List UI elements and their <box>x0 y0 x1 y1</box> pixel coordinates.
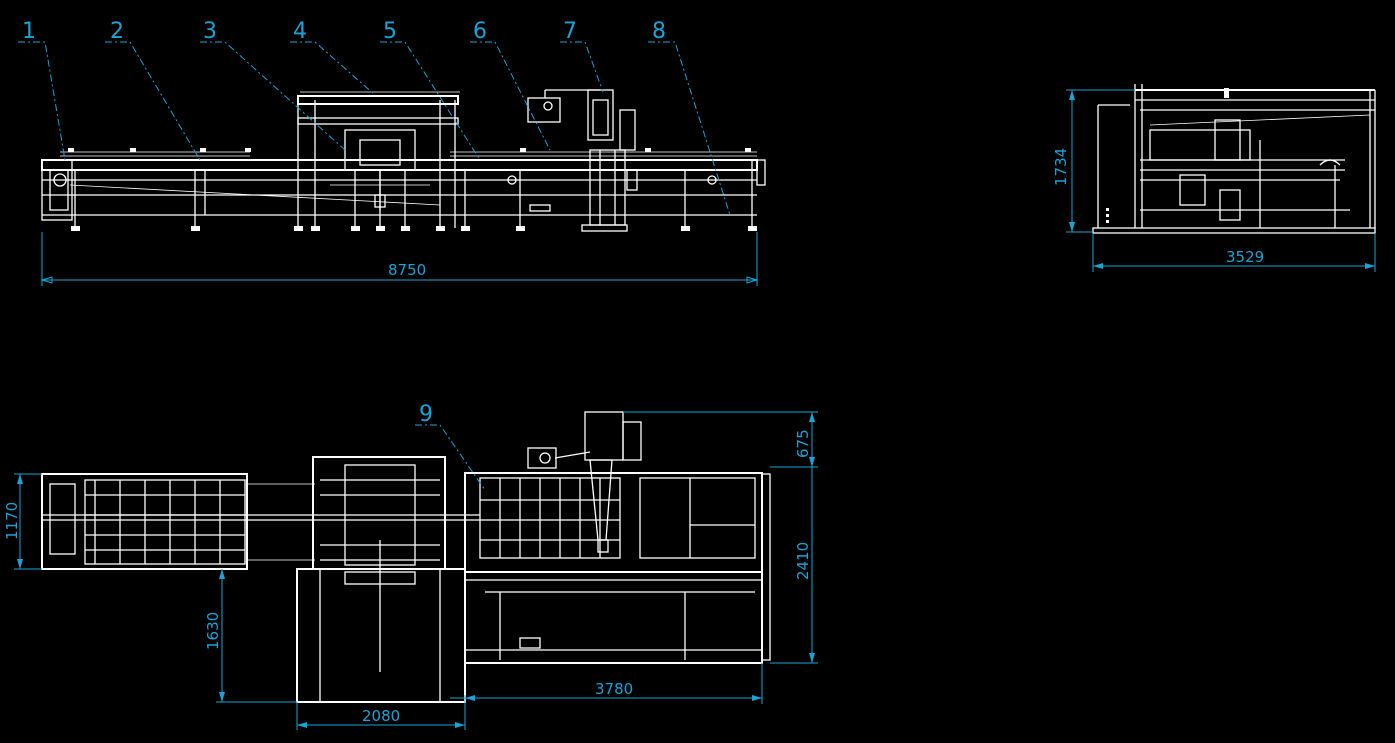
part-label-1: 1 <box>22 19 36 44</box>
part-label-9: 9 <box>419 402 433 427</box>
part-label-5: 5 <box>383 19 397 44</box>
leader-9 <box>415 424 486 491</box>
dimension-label-1170: 1170 <box>3 502 21 540</box>
dimension-label-2410: 2410 <box>794 542 812 580</box>
dimension-1734 <box>1066 89 1135 233</box>
part-label-6: 6 <box>473 19 487 44</box>
front-elevation-view <box>41 89 766 232</box>
dimension-label-3780: 3780 <box>595 680 633 698</box>
dimension-3529 <box>1092 233 1376 272</box>
part-label-7: 7 <box>563 19 577 44</box>
side-elevation-view <box>1092 84 1376 234</box>
dimension-675 <box>623 411 818 468</box>
dimension-2080 <box>296 695 466 730</box>
part-label-2: 2 <box>110 19 124 44</box>
dimension-label-2080: 2080 <box>362 707 400 725</box>
dimension-2410 <box>770 467 818 664</box>
plan-view <box>41 411 771 703</box>
front-leaders <box>18 41 731 216</box>
dimension-3780 <box>450 663 763 704</box>
dimension-label-8750: 8750 <box>388 261 426 279</box>
dimension-1630 <box>216 569 297 703</box>
dimension-label-1734: 1734 <box>1052 148 1070 186</box>
dimension-8750 <box>40 232 759 286</box>
part-label-8: 8 <box>652 19 666 44</box>
dimension-label-1630: 1630 <box>204 612 222 650</box>
dimension-label-675: 675 <box>794 429 812 458</box>
part-label-3: 3 <box>203 19 217 44</box>
part-label-4: 4 <box>293 19 307 44</box>
dimension-label-3529: 3529 <box>1226 248 1264 266</box>
dimension-1170 <box>14 473 42 570</box>
